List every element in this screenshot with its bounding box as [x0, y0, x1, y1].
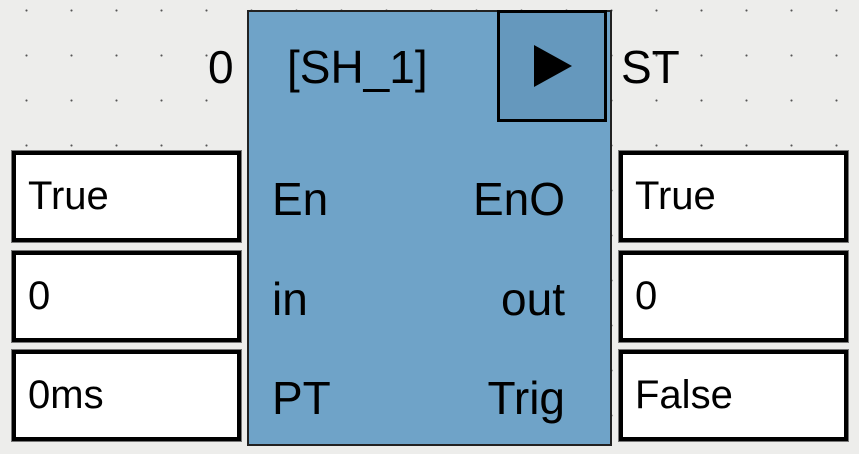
- block-instance-name: [SH_1]: [287, 41, 428, 93]
- input-value-pt[interactable]: 0ms: [11, 349, 242, 442]
- block-type-label: ST: [621, 41, 680, 93]
- input-value-in[interactable]: 0: [11, 250, 242, 343]
- play-triangle-icon: [534, 45, 572, 87]
- input-pin-en: En: [272, 173, 329, 225]
- output-value-out: 0: [618, 250, 849, 343]
- output-pin-trig: Trig: [487, 372, 565, 424]
- output-pin-eno: EnO: [472, 173, 565, 225]
- input-value-en[interactable]: True: [11, 150, 242, 243]
- output-value-eno: True: [618, 150, 849, 243]
- execution-order-label: 0: [208, 41, 234, 93]
- output-value-trig: False: [618, 349, 849, 442]
- input-pin-in: in: [272, 273, 308, 325]
- input-pin-pt: PT: [272, 372, 331, 424]
- output-pin-out: out: [501, 273, 565, 325]
- run-button[interactable]: [497, 10, 607, 122]
